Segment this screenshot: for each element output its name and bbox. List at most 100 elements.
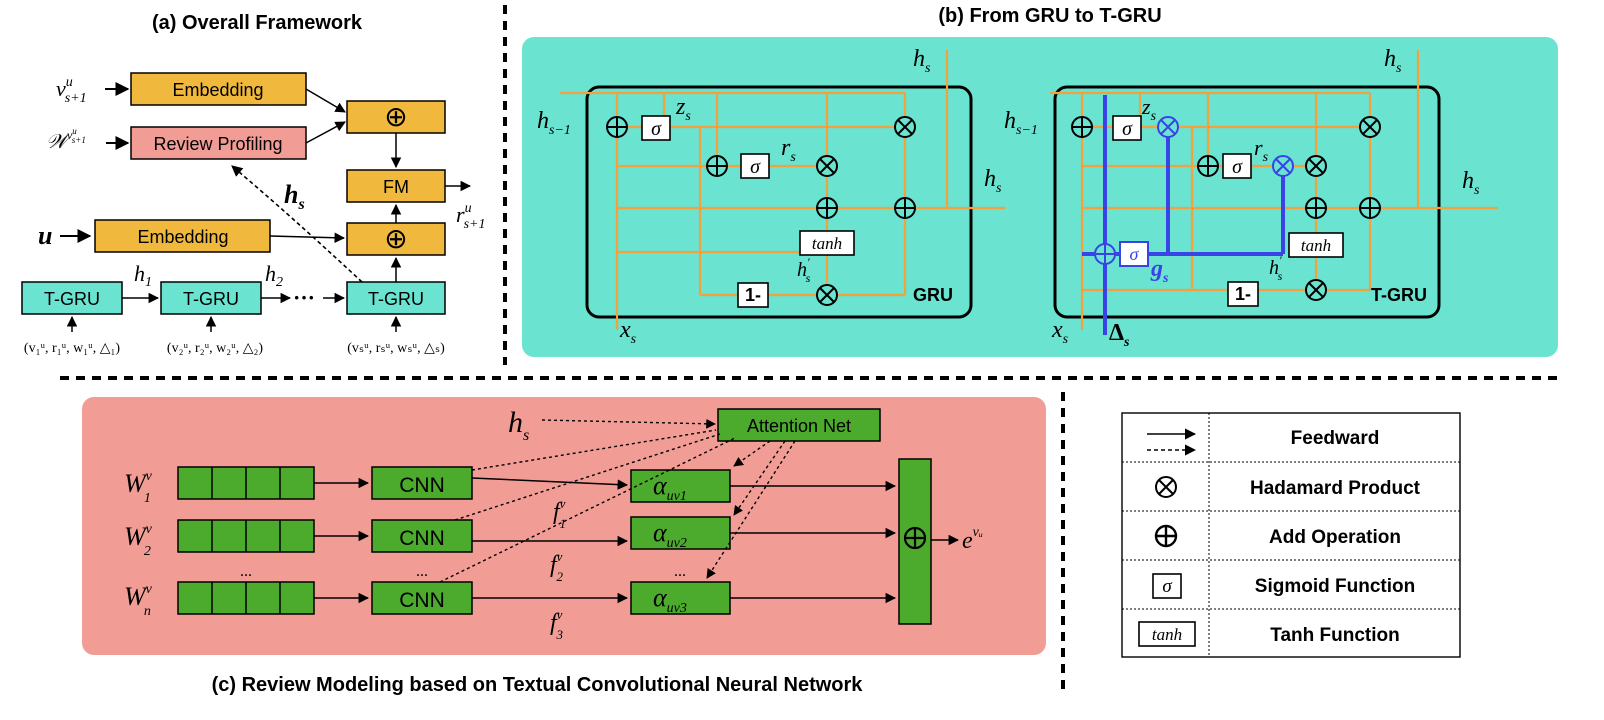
- legend-tanh-icon: [1138, 621, 1196, 647]
- attention-net-label: Attention Net: [747, 416, 851, 436]
- tgru-sigma-box-g: [1119, 241, 1149, 267]
- tgru-box-2: [160, 281, 262, 315]
- panel-b-title: (b) From GRU to T-GRU: [938, 5, 1161, 27]
- gru-r-label: rs: [781, 135, 796, 165]
- h2-label: h2: [265, 261, 283, 290]
- tgru-label-2: T-GRU: [183, 289, 239, 309]
- add-symbol-top: ⊕: [384, 102, 407, 133]
- gru-add-node-1: [606, 116, 628, 138]
- gru-z-label: zs: [675, 94, 691, 124]
- legend: Feedward Hadamard Product Add Operation …: [1121, 412, 1461, 658]
- output-e-label: evᵤ: [962, 525, 983, 554]
- tgru-add-node-out: [1359, 197, 1381, 219]
- tgru-sigma-text-r: σ: [1232, 156, 1243, 178]
- cnn-dots: ...: [416, 563, 428, 580]
- cnn-label-1: CNN: [399, 474, 445, 497]
- embedding-user-box: [94, 219, 271, 253]
- panel-a-title: (a) Overall Framework: [152, 12, 363, 34]
- tgru-sigma-box-r: [1222, 153, 1252, 179]
- seq-input-s: (vₛᵘ, rₛᵘ, wₛᵘ, △ₛ): [347, 341, 445, 356]
- gru-add-node-out: [894, 197, 916, 219]
- tgru-hs-right-label: hs: [1462, 168, 1480, 198]
- fm-label: FM: [383, 177, 409, 197]
- panel-c-title: (c) Review Modeling based on Textual Con…: [212, 674, 864, 696]
- legend-frame: [1121, 412, 1461, 658]
- tgru-cell: σ σ tanh 1- σ hs−1 zs rs gs h's hs: [1004, 46, 1498, 350]
- embedding-row-2: [177, 519, 315, 553]
- embedding-item-box: [130, 72, 307, 106]
- gru-h-prev-label: hs−1: [537, 108, 571, 138]
- gru-add-node-2: [706, 155, 728, 177]
- alpha-label-2: αuv2: [653, 518, 687, 551]
- gru-cell-label: GRU: [913, 285, 953, 305]
- tgru-add-node-1: [1071, 116, 1093, 138]
- h1-label: h1: [134, 261, 152, 290]
- gru-h-tilde-label: h's: [797, 255, 811, 285]
- gru-tanh-box: [799, 230, 855, 256]
- tgru-x-label: xs: [1051, 317, 1069, 347]
- tgru-tanh-text: tanh: [1301, 236, 1331, 255]
- alpha-box-2: [630, 516, 731, 550]
- tgru-add-node-3: [1305, 197, 1327, 219]
- gru-sigma-text-r: σ: [750, 156, 761, 178]
- legend-label-tanh: Tanh Function: [1270, 625, 1399, 646]
- legend-label-hadamard: Hadamard Product: [1250, 478, 1421, 499]
- user-u-label: u: [38, 221, 52, 250]
- tgru-hadamard-node-out: [1305, 279, 1327, 301]
- legend-arrows-icon: [1147, 428, 1197, 456]
- tgru-cell-frame: [1053, 85, 1441, 319]
- tgru-z-label: zs: [1141, 94, 1157, 124]
- gru-hadamard-node-r: [816, 155, 838, 177]
- gru-one-minus-text: 1-: [745, 285, 761, 305]
- gru-tanh-text: tanh: [812, 234, 842, 253]
- legend-label-add: Add Operation: [1269, 527, 1401, 548]
- tgru-sigma-text-g: σ: [1130, 244, 1140, 264]
- tgru-add-node-time: [1094, 243, 1116, 265]
- cnn-label-2: CNN: [399, 527, 445, 550]
- embedding-row-1: [177, 466, 315, 500]
- review-profiling-box: [130, 126, 307, 160]
- tgru-cell-label: T-GRU: [1371, 285, 1427, 305]
- gru-sigma-box-r: [740, 153, 770, 179]
- gru-hs-top-label: hs: [913, 46, 931, 76]
- legend-sigma-icon: [1152, 573, 1182, 599]
- panel-b-background: [522, 37, 1558, 357]
- tgru-one-minus-box: [1227, 281, 1259, 307]
- gru-cell-frame: [585, 85, 973, 319]
- embedding-dots: ...: [240, 563, 252, 580]
- add-box-bottom: [346, 222, 446, 256]
- tgru-add-node-2: [1197, 155, 1219, 177]
- tgru-hs-top-label: hs: [1384, 46, 1402, 76]
- cnn-box-2: [371, 519, 473, 553]
- legend-label-feedward: Feedward: [1291, 428, 1380, 449]
- hs-label: hs: [284, 180, 305, 213]
- alpha-label-3: αuv3: [653, 583, 687, 616]
- gru-hadamard-node-top: [894, 116, 916, 138]
- panel-c-background: [82, 397, 1046, 655]
- attention-net-box: [717, 408, 881, 442]
- tgru-h-prev-label: hs−1: [1004, 108, 1038, 138]
- gru-sigma-text-z: σ: [651, 118, 662, 140]
- panel-b-gru-to-tgru: (b) From GRU to T-GRU σ: [522, 5, 1558, 357]
- embedding-item-label: Embedding: [172, 80, 263, 100]
- gru-cell: σ σ tanh 1- hs−1 zs rs h's hs hs xs GRU: [537, 46, 1005, 347]
- gru-hadamard-node-out: [816, 284, 838, 306]
- alpha-label-1: αuv1: [653, 471, 687, 504]
- embedding-row-n: [177, 581, 315, 615]
- legend-add-icon: [1154, 524, 1178, 548]
- tgru-g-label: gs: [1150, 256, 1169, 286]
- tgru-box-s: [346, 281, 446, 315]
- tgru-hadamard-node-r: [1305, 155, 1327, 177]
- tgru-delta-label: Δs: [1109, 320, 1130, 350]
- tgru-r-label: rs: [1254, 135, 1269, 165]
- legend-sigma-text: σ: [1162, 576, 1172, 597]
- gru-x-label: xs: [619, 317, 637, 347]
- legend-hadamard-icon: [1155, 476, 1177, 498]
- legend-label-sigmoid: Sigmoid Function: [1255, 576, 1415, 597]
- aggregation-add-icon: [903, 526, 927, 550]
